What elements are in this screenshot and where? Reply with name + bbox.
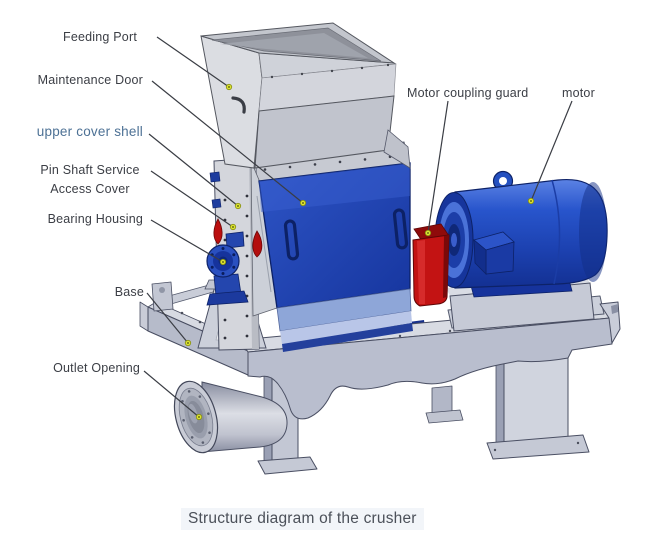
maintenance-door-panel <box>258 162 413 352</box>
label-base: Base <box>114 285 144 299</box>
label-maintenance-door: Maintenance Door <box>37 73 143 87</box>
motor-coupling-guard-part <box>412 223 450 307</box>
label-bearing-housing: Bearing Housing <box>47 212 143 226</box>
label-outlet-opening: Outlet Opening <box>53 361 140 375</box>
label-upper-cover-shell: upper cover shell <box>36 124 143 139</box>
label-motor-coupling-guard: Motor coupling guard <box>407 86 529 100</box>
leader-lines <box>143 36 573 418</box>
feeding-hopper <box>200 22 411 169</box>
label-pin-shaft-service-access-cover: Pin Shaft Service Access Cover <box>40 163 140 196</box>
pin-shaft-access-cover-part <box>213 218 263 258</box>
marker-dots <box>184 83 535 421</box>
label-feeding-port: Feeding Port <box>63 30 137 44</box>
motor-part <box>434 170 608 332</box>
diagram-caption: Structure diagram of the crusher <box>181 508 424 530</box>
label-motor: motor <box>562 86 595 100</box>
